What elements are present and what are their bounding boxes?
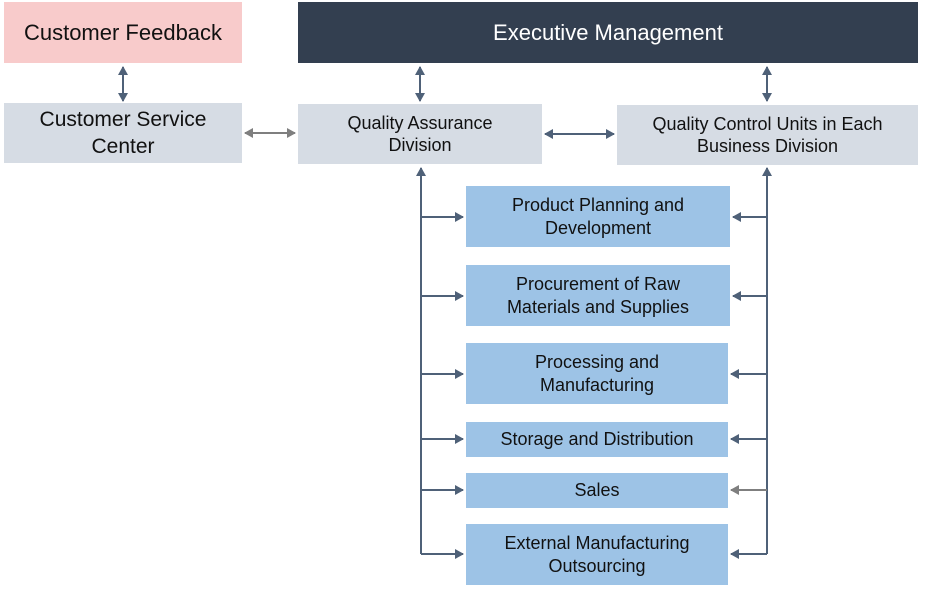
process-outsourcing-box: External Manufacturing Outsourcing [466, 524, 728, 585]
executive-management-box: Executive Management [298, 2, 918, 63]
process-label: Storage and Distribution [500, 429, 694, 450]
quality-assurance-division-label: Quality Assurance Division [347, 112, 493, 156]
process-label: Sales [574, 480, 620, 501]
quality-control-units-label: Quality Control Units in Each Business D… [652, 113, 883, 157]
process-processing-box: Processing and Manufacturing [466, 343, 728, 404]
customer-service-center-label: Customer Service Center [39, 107, 207, 158]
customer-feedback-label: Customer Feedback [23, 19, 223, 45]
process-label: Procurement of Raw Materials and Supplie… [506, 274, 690, 317]
customer-feedback-box: Customer Feedback [4, 2, 242, 63]
process-label: External Manufacturing Outsourcing [504, 533, 690, 576]
quality-assurance-division-box: Quality Assurance Division [298, 104, 542, 164]
process-label: Product Planning and Development [511, 195, 685, 238]
customer-service-center-box: Customer Service Center [4, 103, 242, 163]
quality-control-units-box: Quality Control Units in Each Business D… [617, 105, 918, 165]
process-storage-box: Storage and Distribution [466, 422, 728, 457]
process-sales-box: Sales [466, 473, 728, 508]
process-procurement-box: Procurement of Raw Materials and Supplie… [466, 265, 730, 326]
executive-management-label: Executive Management [493, 19, 723, 45]
process-label: Processing and Manufacturing [534, 352, 660, 395]
process-product-planning-box: Product Planning and Development [466, 186, 730, 247]
